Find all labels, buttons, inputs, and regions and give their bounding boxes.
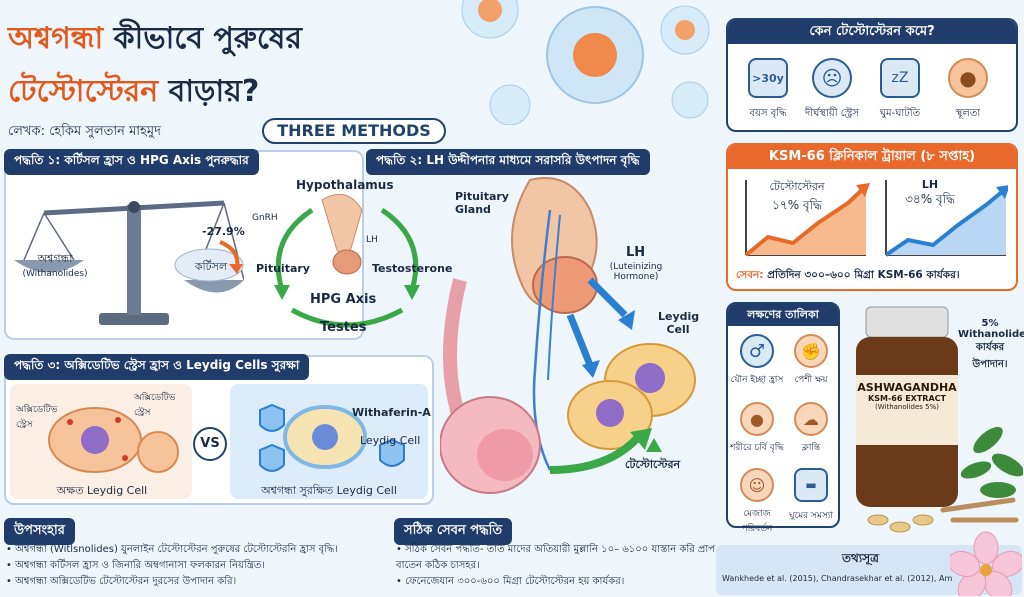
lh-title: LH xyxy=(626,245,646,260)
trial-testosterone: টেস্টোস্টেরন ১৭% বৃদ্ধি xyxy=(769,180,825,212)
down-arrow-icon xyxy=(219,240,243,274)
damaged-cell-label: অক্ষত Leydig Cell xyxy=(56,484,148,497)
damaged-cell-illustration xyxy=(48,407,179,473)
bottle-label: ASHWAGANDHA KSM-66 EXTRACT (Withanolides… xyxy=(857,381,957,411)
protected-leydig-label: Leydig Cell xyxy=(360,434,421,447)
dosage-list: • সঠিক সেবন পদ্ধতি- তাত মাদের অতিয়ারী ম… xyxy=(396,542,718,590)
symptoms-title: লক্ষণের তালিকা xyxy=(728,304,838,326)
trial-dose: সেবন: প্রতিদিন ৩০০–৬০০ মিগ্রা KSM-66 কার… xyxy=(736,269,960,281)
body-fat-icon: ● xyxy=(740,402,774,436)
method3-title: পদ্ধতি ৩: অক্সিডেটিভ স্ট্রেস হ্রাস ও Ley… xyxy=(4,354,310,380)
three-methods-banner: THREE METHODS xyxy=(262,118,446,144)
symptom-label: যৌন ইচ্ছা হ্রাস xyxy=(730,375,784,385)
references-title: তথ্যসূত্র xyxy=(842,551,879,565)
list-item: • অশ্বগন্ধা (Witlsnolides) যুনলাইন টেস্ট… xyxy=(6,544,338,555)
why-low-label: দীর্ঘস্থায়ী স্ট্রেস xyxy=(805,108,859,119)
balance-scale xyxy=(14,200,244,325)
supplement-bottle xyxy=(856,306,1023,533)
why-low-label: ঘুম-ঘাটতি xyxy=(879,108,921,119)
testosterone-output-label: টেস্টোস্টেরন xyxy=(625,458,681,471)
testes-label: Testes xyxy=(320,320,367,335)
male-icon: ♂ xyxy=(740,334,774,368)
withanolide-note: 5% Withanolides: কার্যকর উপাদান। xyxy=(958,318,1024,370)
protected-cell-illustration xyxy=(259,403,405,472)
oxidative-stress-left: অক্সিডেটিভ স্ট্রেস xyxy=(16,405,58,430)
symptom-label: পেশী ক্ষয় xyxy=(794,375,828,385)
oxidative-stress-right: অক্সিডেটিভ স্ট্রেস xyxy=(134,393,176,418)
page-title: অশ্বগন্ধা কীভাবে পুরুষের xyxy=(8,21,302,56)
pituitary-label: Pituitary xyxy=(256,262,310,275)
dosage-title: সঠিক সেবন পদ্ধতি xyxy=(394,518,513,545)
method1-title: পদ্ধতি ১: কর্টিসল হ্রাস ও HPG Axis পুনরু… xyxy=(4,149,259,175)
trial-lh: LH ৩৪% বৃদ্ধি xyxy=(905,178,955,206)
lh-label: LH xyxy=(366,235,378,245)
hypothalamus-label: Hypothalamus xyxy=(296,178,394,192)
symptom-label: ক্লান্তি xyxy=(801,443,821,453)
leydig-cell-label: Leydig Cell xyxy=(658,310,700,336)
trial-title: KSM-66 ক্লিনিকাল ট্রায়াল (৮ সপ্তাহ) xyxy=(728,145,1016,169)
symptom-label: মেজাজ পরিবর্তন xyxy=(741,509,773,534)
sleep-icon: zZ xyxy=(880,58,920,98)
vs-badge: VS xyxy=(193,427,227,461)
header: অশ্বগন্ধা কীভাবে পুরুষের টেস্টোস্টেরন বা… xyxy=(8,14,428,143)
method2-title: পদ্ধতি ২: LH উদ্দীপনার মাধ্যমে সরাসরি উৎ… xyxy=(366,149,650,175)
list-item: • অশ্বগন্ধা অক্সিডেটিভ টেস্টোস্টেরন দুরস… xyxy=(6,576,237,587)
sleep-problem-icon: ▬ xyxy=(794,468,828,502)
page-title-line2: টেস্টোস্টেরন বাড়ায়? xyxy=(8,74,260,109)
lh-full-label: (Luteinizing Hormone) xyxy=(609,262,663,282)
why-low-label: স্থূলতা xyxy=(955,108,981,119)
conclusion-title: উপসংহার xyxy=(4,518,75,545)
references-text: Wankhede et al. (2015), Chandrasekhar et… xyxy=(722,574,952,583)
stress-icon: ☹ xyxy=(812,58,852,98)
flower-icon xyxy=(950,531,1022,596)
obesity-icon: ● xyxy=(948,58,988,98)
cortisol-percent: -27.9% xyxy=(202,225,245,238)
testosterone-label: Testosterone xyxy=(372,262,453,275)
gnrh-label: GnRH xyxy=(252,213,278,223)
why-low-label: বয়স বৃদ্ধি xyxy=(749,108,787,119)
why-low-title: কেন টেস্টোস্টেরন কমে? xyxy=(728,20,1016,44)
pituitary-testis-illustration xyxy=(440,177,696,494)
list-item: • সঠিক সেবন পদ্ধতি- তাত মাদের অতিয়ারী ম… xyxy=(396,544,716,571)
symptom-label: শরীরে চর্বি বৃদ্ধি xyxy=(730,443,784,453)
list-item: • ফেনেজেযান ৩০০-৬০০ মিগ্রা টেস্টোস্টেরন … xyxy=(396,576,625,587)
list-item: • অশ্বগন্ধা কর্টিসল হ্রাস ও জিনারি অম্বগ… xyxy=(6,560,265,571)
hpg-cycle xyxy=(274,193,420,328)
symptom-label: ঘুমের সমস্যা xyxy=(788,511,834,521)
hpg-axis-label: HPG Axis xyxy=(310,292,377,307)
trial-graphs xyxy=(744,180,1008,257)
author-line: লেখক: হেকিম সুলতান মাহমুদ xyxy=(8,124,161,139)
pituitary-gland-label: Pituitary Gland xyxy=(455,190,509,216)
fatigue-icon: ☁ xyxy=(794,402,828,436)
mood-icon: ☺ xyxy=(740,468,774,502)
cell-illustration xyxy=(461,0,710,125)
withaferin-label: Withaferin-A xyxy=(352,406,431,419)
scale-left-label: অশ্বগন্ধা (Withanolides) xyxy=(22,252,88,279)
conclusion-list: • অশ্বগন্ধা (Witlsnolides) যুনলাইন টেস্ট… xyxy=(6,542,386,590)
age-icon: >30y xyxy=(748,58,788,98)
scale-right-label: কর্টিসল xyxy=(194,260,228,273)
muscle-icon: ✊ xyxy=(794,334,828,368)
protected-cell-label: অশ্বগন্ধা সুরক্ষিত Leydig Cell xyxy=(261,484,397,497)
